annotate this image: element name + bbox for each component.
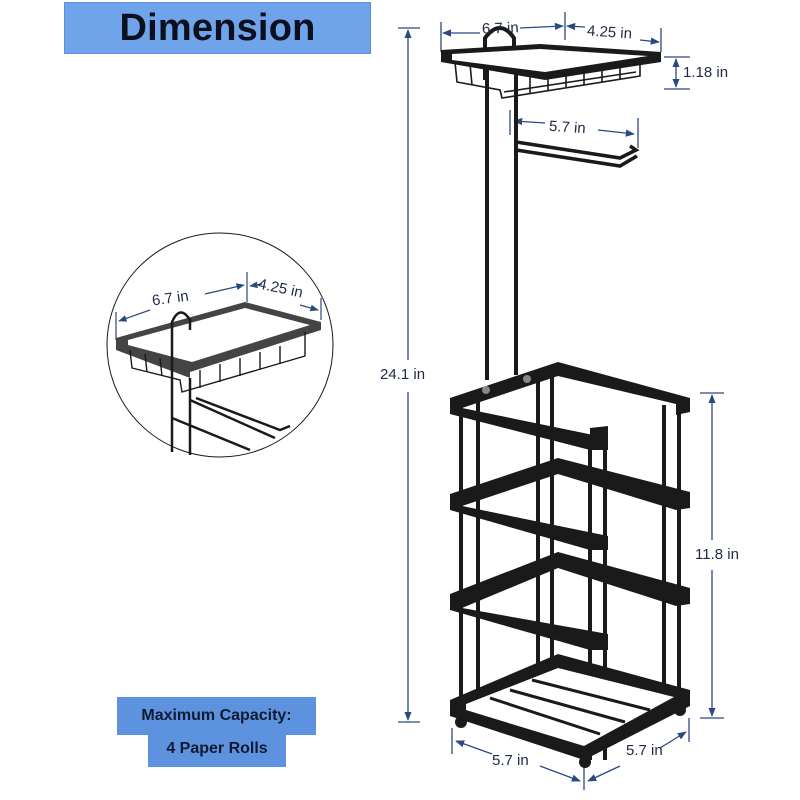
top-shelf-height-label: 1.18 in bbox=[683, 64, 729, 81]
capacity-label: Maximum Capacity: bbox=[141, 707, 292, 724]
total-height-dimension bbox=[398, 27, 420, 723]
base-height-label: 11.8 in bbox=[695, 546, 739, 563]
capacity-value: 4 Paper Rolls bbox=[166, 740, 268, 757]
paper-roll-bar bbox=[515, 140, 640, 168]
top-basket-shelf bbox=[441, 44, 661, 99]
top-shelf-width-label: 6.7 in bbox=[481, 19, 519, 38]
base-width-label: 5.7 in bbox=[492, 752, 529, 769]
title-text: Dimension bbox=[119, 6, 316, 49]
base-depth-label: 5.7 in bbox=[626, 742, 663, 759]
total-height-label: 24.1 in bbox=[380, 366, 426, 383]
base-height-dimension bbox=[700, 392, 724, 719]
storage-base bbox=[450, 362, 690, 768]
detail-inset bbox=[106, 232, 334, 458]
top-shelf-dimensions bbox=[440, 12, 690, 148]
upright-poles bbox=[483, 26, 518, 380]
title-banner: Dimension bbox=[64, 2, 371, 54]
top-shelf-depth-label: 4.25 in bbox=[586, 22, 633, 43]
capacity-box-lower bbox=[148, 733, 286, 767]
capacity-box bbox=[117, 697, 316, 735]
roll-bar-length-label: 5.7 in bbox=[548, 117, 587, 138]
